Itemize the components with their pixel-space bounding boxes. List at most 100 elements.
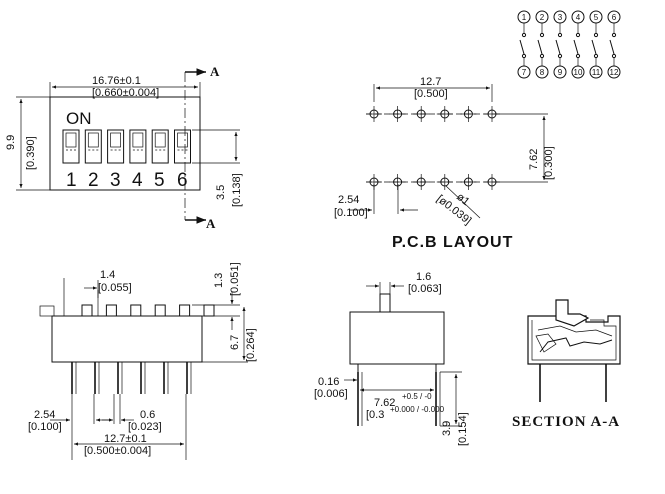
schematic-switch-blade: [519, 39, 525, 55]
schematic-contact: [593, 32, 599, 38]
front-span-mm: 12.7±0.1: [104, 433, 147, 445]
side-pin-len-in: [0.154]: [457, 412, 469, 446]
side-view-body: [349, 311, 445, 365]
side-pin-t-in: [0.006]: [314, 388, 348, 400]
top-side-in: [0.138]: [231, 173, 243, 207]
switch-knob: [87, 132, 99, 148]
on-label: ON: [66, 109, 92, 128]
front-actuator: [203, 304, 215, 317]
front-view: 1.4 [0.055] 1.3 [0.051] 6.7 [0.264] 2.54…: [28, 262, 257, 460]
top-width-mm: 16.76±0.1: [92, 75, 141, 87]
schematic-pin-bottom: [571, 65, 585, 79]
switch-row: [62, 129, 191, 164]
schematic-contact: [611, 53, 617, 59]
schematic-pin-label-top: 6: [612, 13, 617, 22]
front-act-h-in: [0.051]: [229, 262, 241, 296]
switch-window: [107, 129, 125, 164]
schematic-contact: [521, 53, 527, 59]
schematic-contact: [539, 32, 545, 38]
switch-number-6: 6: [177, 170, 188, 191]
section-view: SECTION A-A: [512, 299, 621, 430]
front-actuator-mm: 1.4: [100, 269, 115, 281]
switch-knob: [177, 132, 188, 148]
schematic-switch-blade: [537, 39, 543, 55]
pcb-span-mm: 12.7: [420, 76, 441, 88]
switch-window: [84, 129, 102, 164]
side-row-mm: 7.62: [374, 397, 395, 409]
switch-number-4: 4: [132, 170, 143, 191]
pcb-rowgap-mm: 7.62: [528, 149, 540, 170]
front-pitch-in: [0.100]: [28, 421, 62, 433]
side-view: 1.6 [0.063] 0.16 [0.006] 7.62 +0.5 / -0 …: [314, 271, 469, 446]
pcb-rowgap-in: [0.300]: [543, 146, 555, 180]
switch-knob: [65, 132, 77, 148]
front-pin-w-mm: 0.6: [140, 409, 155, 421]
section-label: SECTION A-A: [512, 414, 620, 430]
front-body-h-mm: 6.7: [229, 335, 241, 350]
top-width-in: [0.660±0.004]: [92, 87, 159, 99]
schematic-contact: [557, 53, 563, 59]
side-row-in-tol: +0.000 / -0.000: [390, 405, 445, 414]
front-actuator: [179, 304, 191, 317]
schematic-contact: [539, 53, 545, 59]
front-view-body: [51, 315, 203, 363]
top-height-in: [0.390]: [25, 136, 37, 170]
schematic-pin-label-top: 1: [522, 13, 527, 22]
schematic-pin-label-top: 4: [576, 13, 581, 22]
schematic-switch-blade: [555, 39, 561, 55]
pcb-holes: [366, 106, 500, 190]
switch-knob: [110, 132, 121, 148]
schematic-contact: [575, 53, 581, 59]
schematic-pin-label-bottom: 8: [540, 68, 545, 77]
side-pin-t-mm: 0.16: [318, 376, 339, 388]
switch-window: [174, 129, 191, 164]
switch-window: [151, 129, 169, 164]
front-edge-tab: [39, 305, 55, 317]
schematic-switch-blade: [591, 39, 597, 55]
switch-knob: [132, 132, 144, 148]
schematic-contact: [593, 53, 599, 59]
schematic-pin-bottom: [607, 65, 621, 79]
section-marker-bottom: A: [206, 216, 216, 231]
schematic-contact: [575, 32, 581, 38]
pcb-layout: 12.7 [0.500] 7.62 [0.300] 2.54 [0.100] ø…: [334, 76, 555, 251]
top-side-mm: 3.5: [215, 185, 227, 200]
switch-knob: [154, 132, 166, 148]
schematic-switch-blade: [573, 39, 579, 55]
switch-number-3: 3: [110, 170, 121, 191]
schematic-pin-label-bottom: 7: [522, 68, 527, 77]
side-pin-len-mm: 3.9: [441, 421, 453, 436]
front-act-h-mm: 1.3: [213, 273, 225, 288]
schematic-contact: [557, 32, 563, 38]
side-row-mm-tol: +0.5 / -0: [402, 392, 432, 401]
top-height-mm: 9.9: [5, 135, 17, 150]
section-marker-top: A: [210, 64, 220, 79]
front-pin-w-in: [0.023]: [128, 421, 162, 433]
schematic-pin-bottom: [517, 65, 531, 79]
switch-number-5: 5: [154, 170, 165, 191]
front-actuator-in: [0.055]: [98, 282, 132, 294]
schematic-contact: [611, 32, 617, 38]
switch-number-1: 1: [66, 170, 77, 191]
schematic-pin-label-bottom: 9: [558, 68, 563, 77]
side-row-in: [0.3: [366, 409, 384, 421]
front-actuator: [81, 304, 93, 317]
front-actuator: [130, 304, 142, 317]
schematic-pin-bottom: [553, 65, 567, 79]
pcb-pitch-mm: 2.54: [338, 194, 359, 206]
switch-number-2: 2: [88, 170, 99, 191]
schematic-pin-bottom: [535, 65, 549, 79]
front-actuators-and-pins: [39, 304, 215, 394]
schematic-pin-label-bottom: 11: [592, 68, 601, 77]
front-actuator: [105, 304, 117, 317]
schematic-pin-label-bottom: 12: [610, 68, 619, 77]
front-body-h-in: [0.264]: [245, 328, 257, 362]
front-pitch-mm: 2.54: [34, 409, 55, 421]
pcb-pitch-in: [0.100]: [334, 207, 368, 219]
schematic-switch-blade: [609, 39, 615, 55]
pcb-span-in: [0.500]: [414, 88, 448, 100]
schematic-pin-label-top: 2: [540, 13, 545, 22]
switch-window: [129, 129, 147, 164]
